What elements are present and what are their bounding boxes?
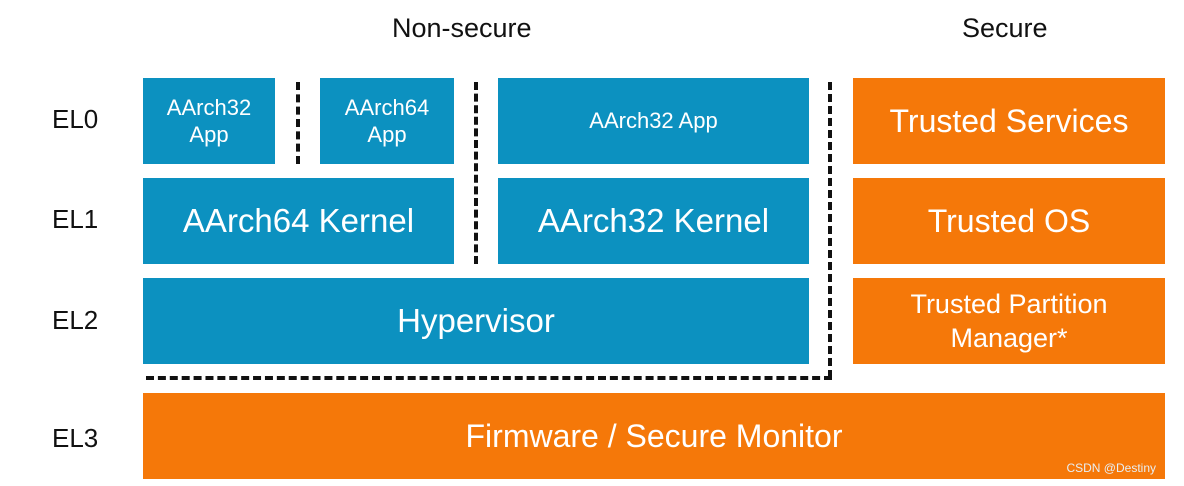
- aarch32-app-box: AArch32 App: [143, 78, 275, 164]
- aarch32-kernel-label: AArch32 Kernel: [537, 202, 770, 239]
- aarch32-app-wide-label: AArch32 App: [589, 108, 718, 133]
- aarch64-app-box: AArch64 App: [320, 78, 454, 164]
- divider-el0-el1-app2-app3: [474, 82, 478, 264]
- non-secure-header: Non-secure: [392, 13, 532, 43]
- aarch32-app-line2: App: [189, 122, 229, 147]
- aarch64-kernel-label: AArch64 Kernel: [182, 202, 415, 239]
- el1-label: EL1: [52, 204, 99, 234]
- hypervisor-label: Hypervisor: [397, 302, 555, 339]
- aarch32-kernel-box: AArch32 Kernel: [498, 178, 809, 264]
- el3-label: EL3: [52, 423, 99, 453]
- divider-non-secure-secure: [828, 82, 832, 378]
- trusted-services-label: Trusted Services: [889, 102, 1129, 139]
- trusted-partition-manager-line2: Manager*: [950, 323, 1068, 353]
- firmware-secure-monitor-box: Firmware / Secure Monitor: [143, 393, 1165, 479]
- trusted-os-label: Trusted OS: [927, 202, 1091, 239]
- hypervisor-box: Hypervisor: [143, 278, 809, 364]
- trusted-services-box: Trusted Services: [853, 78, 1165, 164]
- trusted-os-box: Trusted OS: [853, 178, 1165, 264]
- firmware-secure-monitor-label: Firmware / Secure Monitor: [465, 417, 843, 454]
- aarch64-app-line2: App: [367, 122, 407, 147]
- watermark: CSDN @Destiny: [1066, 461, 1156, 475]
- trusted-partition-manager-line1: Trusted Partition: [910, 289, 1108, 319]
- aarch32-app-line1: AArch32: [166, 95, 252, 120]
- aarch32-app-wide-box: AArch32 App: [498, 78, 809, 164]
- divider-non-secure-bottom: [146, 376, 832, 380]
- aarch64-kernel-box: AArch64 Kernel: [143, 178, 454, 264]
- el0-label: EL0: [52, 104, 99, 134]
- secure-header: Secure: [962, 13, 1048, 43]
- trusted-partition-manager-box: Trusted Partition Manager*: [853, 278, 1165, 364]
- divider-el0-app1-app2: [296, 82, 300, 164]
- el2-label: EL2: [52, 305, 99, 335]
- aarch64-app-line1: AArch64: [344, 95, 430, 120]
